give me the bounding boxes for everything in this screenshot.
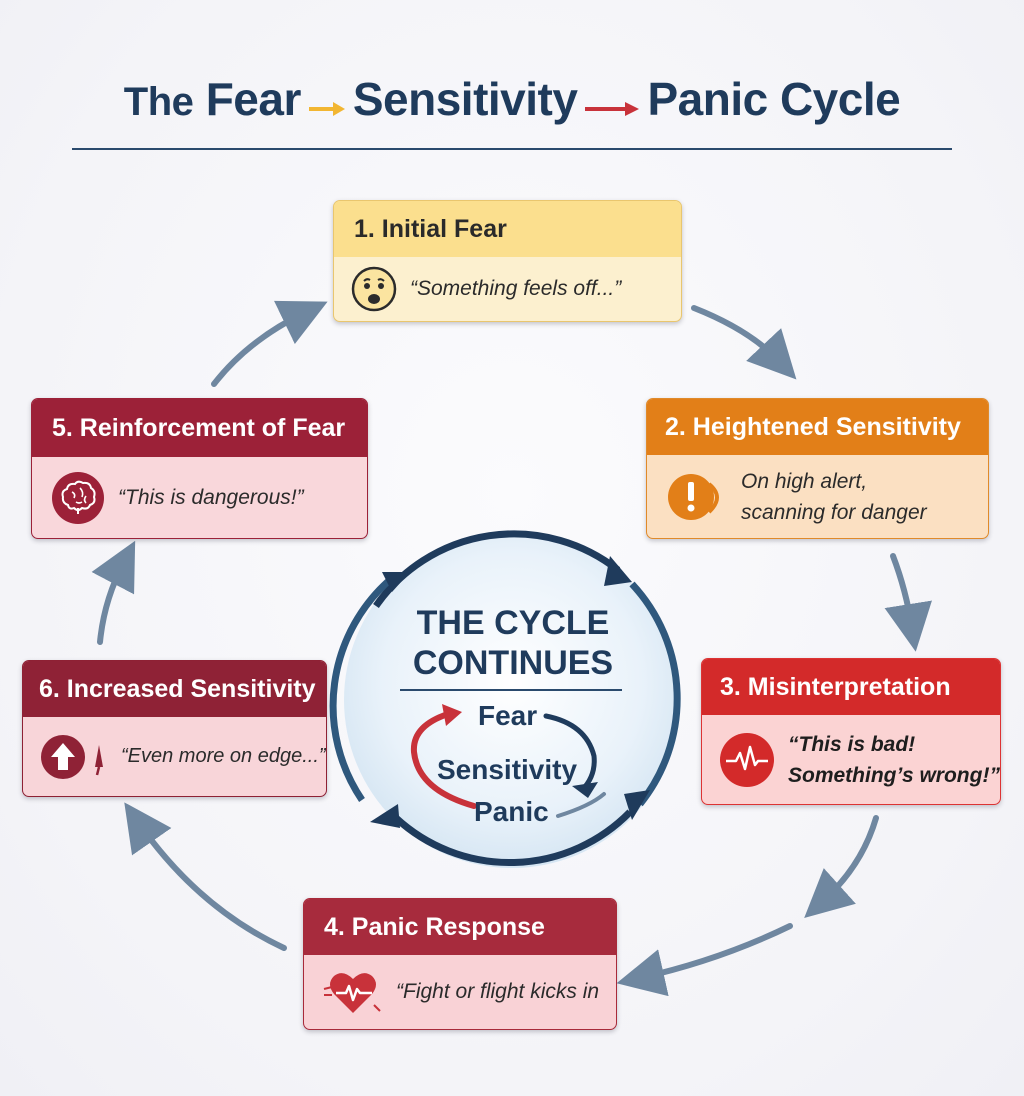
red-arrow-icon	[583, 76, 641, 130]
center-word-fear: Fear	[478, 700, 538, 731]
center-ring-bottom	[393, 809, 633, 866]
step-title: 6. Increased Sensitivity	[23, 661, 326, 717]
title-part-sensitivity: Sensitivity	[352, 73, 578, 125]
center-title-line-2: CONTINUES	[412, 644, 614, 682]
exclamation-icon	[665, 472, 729, 522]
center-ring-arrowhead-left	[382, 572, 410, 592]
step-quote: “Something feels off...”	[410, 277, 622, 300]
worried-face-icon	[350, 265, 398, 313]
title-underline	[72, 148, 952, 150]
heartbeat-pulse-icon	[718, 731, 776, 789]
arrow-3-to-4	[804, 815, 879, 919]
step-title: 3. Misinterpretation	[702, 659, 1000, 715]
title-part-panic-cycle: Panic Cycle	[647, 73, 901, 125]
arrow-2-to-3	[884, 553, 932, 652]
title-part-the: The	[123, 80, 194, 124]
center-title-line-1: THE CYCLE	[416, 604, 610, 642]
step-title: 2. Heightened Sensitivity	[647, 399, 988, 455]
center-title: THE CYCLE CONTINUES	[385, 603, 641, 683]
center-ring-right	[629, 581, 681, 807]
step-card-increased-sensitivity: 6. Increased Sensitivity “Even more on e…	[22, 660, 327, 797]
center-ring-arrowhead-top	[604, 556, 632, 586]
step-quote: “This is dangerous!”	[118, 485, 304, 509]
heart-pulse-icon	[322, 967, 384, 1017]
step-card-initial-fear: 1. Initial Fear “Something feels off...”	[333, 200, 682, 322]
center-word-panic: Panic	[474, 796, 549, 827]
center-divider	[400, 689, 622, 691]
step-quote: “Even more on edge...”	[121, 745, 326, 767]
step-card-panic-response: 4. Panic Response “Fight or flight kicks…	[303, 898, 617, 1030]
inner-lower-arc	[556, 792, 606, 818]
yellow-arrow-icon	[307, 76, 347, 130]
center-ring-left	[329, 575, 395, 802]
step-title: 5. Reinforcement of Fear	[32, 399, 367, 457]
step-title: 4. Panic Response	[304, 899, 616, 955]
step-card-heightened-sensitivity: 2. Heightened Sensitivity On high alert,…	[646, 398, 989, 539]
arrow-6-to-5	[91, 540, 136, 645]
inner-red-arrow	[410, 711, 477, 809]
step-description-line-1: On high alert,	[741, 469, 868, 493]
step-title: 1. Initial Fear	[334, 201, 681, 257]
page-title: The Fear Sensitivity Panic Cycle	[0, 72, 1024, 130]
arrow-5-to-1	[211, 300, 328, 387]
center-ring-arrowhead-bottom	[370, 804, 400, 828]
center-word-sensitivity: Sensitivity	[437, 754, 578, 785]
step-quote-line-2: Something’s wrong!”	[788, 763, 1000, 787]
inner-red-arrowhead	[442, 704, 462, 726]
step-quote-line-1: “This is bad!	[788, 732, 916, 756]
up-arrow-icon	[39, 733, 109, 781]
inner-navy-arrow	[543, 713, 597, 793]
step-card-misinterpretation: 3. Misinterpretation “This is bad! Somet…	[701, 658, 1001, 805]
step-quote: “Fight or flight kicks in	[396, 980, 600, 1003]
brain-icon	[50, 470, 106, 526]
step-card-reinforcement-of-fear: 5. Reinforcement of Fear “This is danger…	[31, 398, 368, 539]
inner-navy-arrowhead	[572, 782, 598, 798]
step-description-line-2: scanning for danger	[741, 500, 927, 524]
arrow-1-to-2	[691, 305, 797, 380]
arrow-4-to-6	[124, 802, 287, 951]
title-part-fear: Fear	[205, 73, 302, 125]
arrow-4-to-5-lower	[616, 923, 793, 997]
